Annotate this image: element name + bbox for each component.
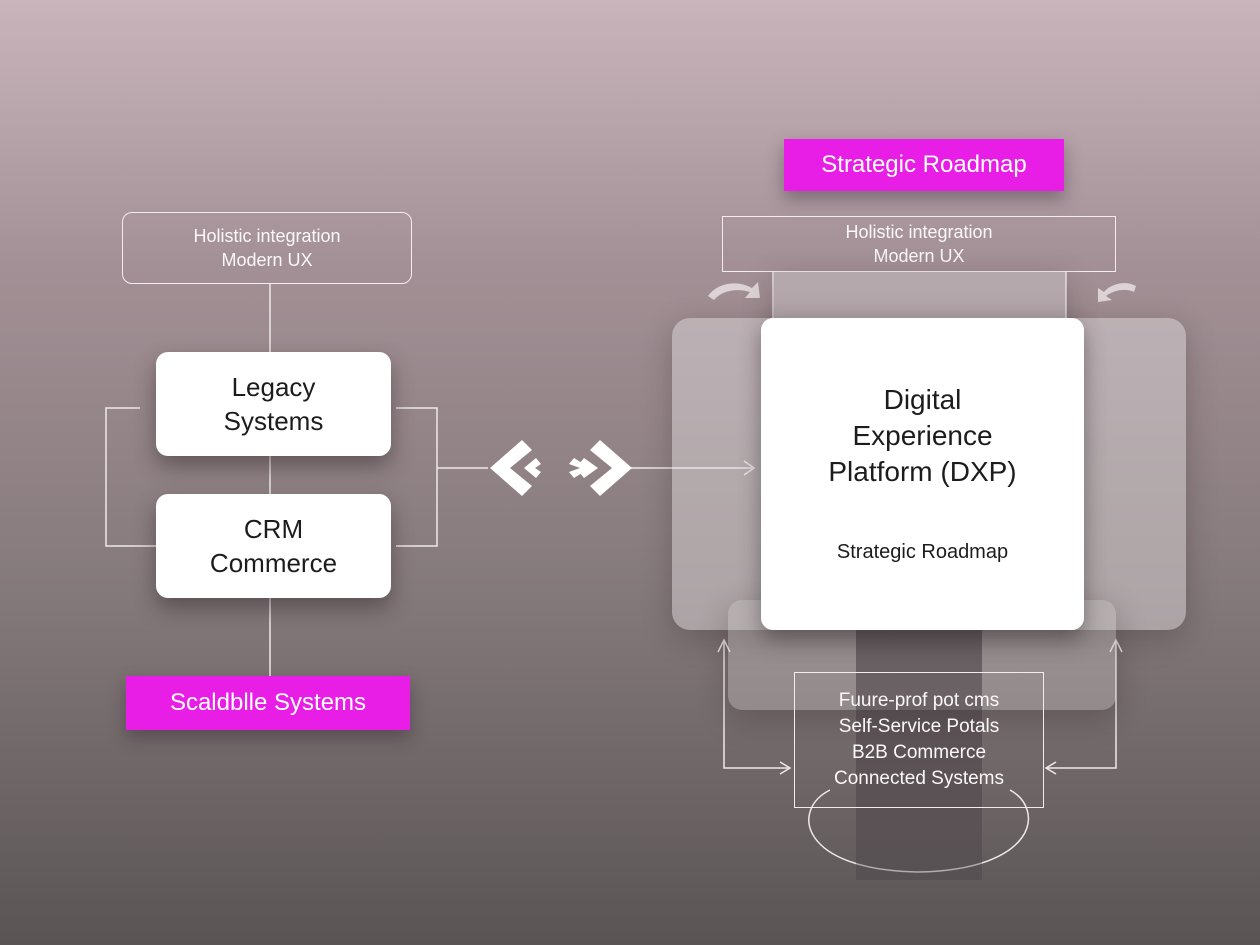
right-top-box-line1: Holistic integration	[845, 222, 993, 242]
capability-item: Fuure-prof pot cms	[838, 690, 1000, 711]
capability-item: B2B Commerce	[851, 742, 987, 763]
right-top-box-line2: Modern UX	[873, 246, 965, 266]
chevron-double-right-icon	[569, 440, 632, 496]
curved-arrow-right-icon	[1098, 283, 1136, 302]
connector-right-bottom	[1046, 640, 1117, 769]
left-top-box-line1: Holistic integration	[193, 226, 341, 246]
left-top-box: Holistic integration Modern UX	[122, 212, 412, 284]
legacy-card-line2: Systems	[223, 406, 324, 436]
right-top-box: Holistic integration Modern UX	[722, 216, 1116, 272]
strategic-roadmap-tag: Strategic Roadmap	[784, 139, 1064, 191]
scalable-systems-tag: Scaldblle Systems	[126, 676, 410, 730]
crm-commerce-card[interactable]: CRM Commerce	[156, 494, 391, 598]
dxp-subtitle: Strategic Roadmap	[836, 541, 1009, 563]
arrow-head-dxp	[743, 460, 756, 476]
dxp-stem-shadow	[856, 620, 982, 880]
strategic-roadmap-tag-label: Strategic Roadmap	[821, 151, 1027, 178]
dxp-main-card[interactable]: Digital Experience Platform (DXP) Strate…	[761, 318, 1084, 630]
left-top-box-line2: Modern UX	[221, 250, 313, 270]
dxp-title-line2: Experience	[852, 420, 993, 451]
right-bracket	[396, 407, 438, 547]
crm-card-line2: Commerce	[209, 548, 338, 578]
curved-arrow-left-icon	[708, 282, 760, 300]
scalable-systems-label: Scaldblle Systems	[169, 689, 367, 716]
capability-item: Connected Systems	[833, 768, 1005, 789]
crm-card-line1: CRM	[243, 514, 304, 544]
chevron-double-left-icon	[490, 440, 541, 496]
legacy-systems-card[interactable]: Legacy Systems	[156, 352, 391, 456]
capability-item: Self-Service Potals	[838, 716, 1000, 737]
legacy-card-line1: Legacy	[231, 372, 316, 402]
dxp-title-line1: Digital	[883, 384, 962, 415]
dxp-title-line3: Platform (DXP)	[828, 456, 1017, 487]
connector-left-bottom	[723, 640, 788, 769]
capabilities-box: Fuure-prof pot cms Self-Service Potals B…	[794, 672, 1044, 808]
left-bracket	[105, 407, 156, 547]
